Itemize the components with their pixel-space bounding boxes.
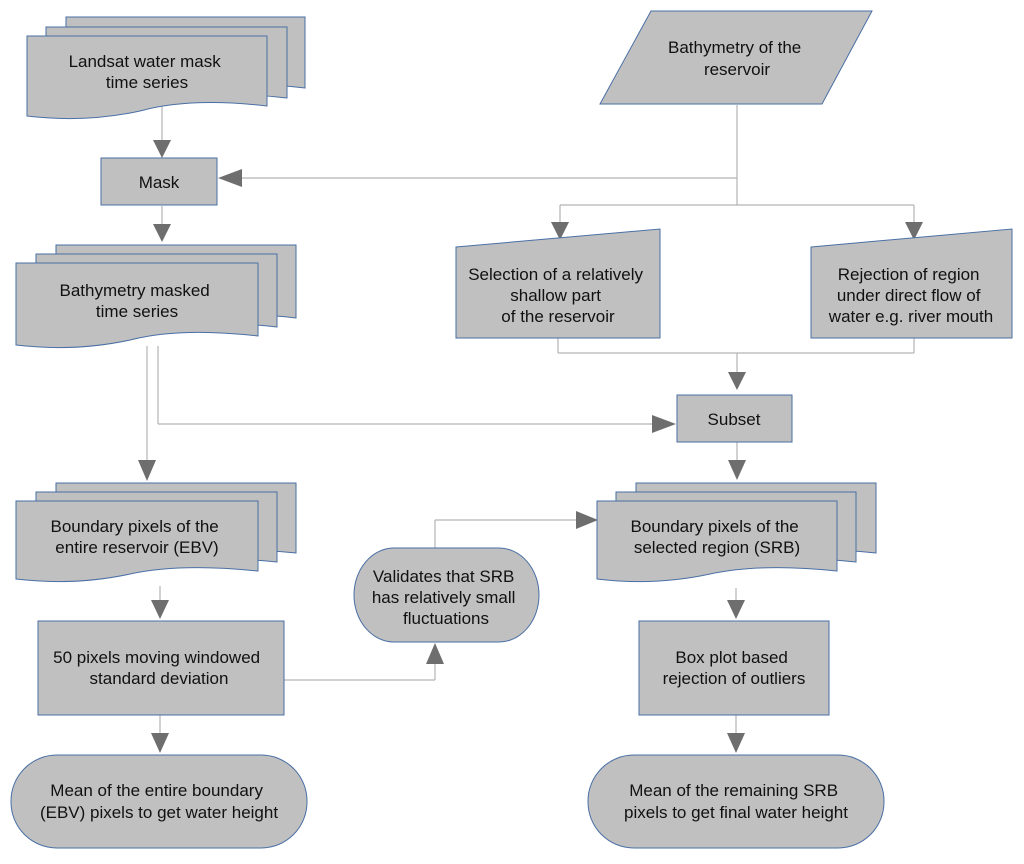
moving-std-line-2: standard deviation xyxy=(90,669,229,688)
node-bathymetry-reservoir: Bathymetry of the reservoir xyxy=(599,10,873,105)
bathy-masked-line-2: time series xyxy=(96,302,178,321)
node-mask: Mask xyxy=(100,157,218,206)
arrowhead-to-mean-srb xyxy=(727,733,745,753)
arrowhead-to-std xyxy=(151,600,169,619)
arrowhead-bathy-to-mask xyxy=(218,169,242,187)
arrowhead-branch-to-subset xyxy=(652,415,676,433)
svg-text:Box plot based rejection: Box plot based rejection of outliers xyxy=(663,648,806,688)
select-shallow-line-1: Selection of a relatively xyxy=(468,265,643,284)
boundary-srb-line-2: selected region (SRB) xyxy=(634,538,800,557)
svg-text:Mean of the remaining SRB: Mean of the remaining SRB pixels to get … xyxy=(624,781,848,822)
svg-text:Validates that SRB has r: Validates that SRB has relatively small … xyxy=(372,567,520,628)
svg-text:Subset: Subset xyxy=(708,410,761,429)
arrowheads xyxy=(138,140,923,753)
svg-text:Bathymetry masked time s: Bathymetry masked time series xyxy=(60,281,215,321)
mask-label: Mask xyxy=(139,173,180,192)
svg-text:Selection of a relatively: Selection of a relatively shallow part o… xyxy=(468,265,648,326)
mean-srb-line-1: Mean of the remaining SRB xyxy=(629,781,838,800)
node-bathy-masked: Bathymetry masked time series xyxy=(15,244,297,349)
landsat-mask-line-2: time series xyxy=(106,73,188,92)
reject-region-line-1: Rejection of region xyxy=(838,265,980,284)
node-subset: Subset xyxy=(676,394,793,443)
svg-text:Boundary pixels of the e: Boundary pixels of the entire reservoir … xyxy=(51,517,224,557)
node-landsat-mask: Landsat water mask time series xyxy=(26,16,306,120)
validates-line-1: Validates that SRB xyxy=(373,567,514,586)
select-shallow-line-3: of the reservoir xyxy=(501,307,615,326)
svg-text:50 pixels moving windowed: 50 pixels moving windowed standard devia… xyxy=(53,648,265,688)
arrowhead-to-validates xyxy=(426,643,444,664)
svg-text:Mean of the entire boundary: Mean of the entire boundary (EBV) pixels… xyxy=(40,781,278,822)
boundary-srb-line-1: Boundary pixels of the xyxy=(631,517,799,536)
mean-srb-line-2: pixels to get final water height xyxy=(624,803,848,822)
landsat-mask-line-1: Landsat water mask xyxy=(69,52,222,71)
svg-text:Boundary pixels of the s: Boundary pixels of the selected region (… xyxy=(631,517,804,557)
reject-region-line-3: water e.g. river mouth xyxy=(828,307,993,326)
arrowhead-validates-to-srb xyxy=(576,511,598,529)
node-boundary-ebv: Boundary pixels of the entire reservoir … xyxy=(15,482,297,583)
validates-line-2: has relatively small xyxy=(372,588,516,607)
node-boxplot: Box plot based rejection of outliers xyxy=(638,620,830,716)
bathymetry-reservoir-line-1: Bathymetry of the xyxy=(668,38,801,57)
svg-text:Rejection of region unde: Rejection of region under direct flow of… xyxy=(828,265,993,326)
boxplot-line-2: rejection of outliers xyxy=(663,669,806,688)
node-validates: Validates that SRB has relatively small … xyxy=(353,547,540,643)
arrowhead-to-mask xyxy=(153,140,171,158)
node-boundary-srb: Boundary pixels of the selected region (… xyxy=(596,482,877,583)
arrowhead-to-bathy-masked xyxy=(153,224,171,242)
mean-ebv-line-1: Mean of the entire boundary xyxy=(50,781,263,800)
arrowhead-to-subset xyxy=(728,372,746,390)
boxplot-line-1: Box plot based xyxy=(675,648,787,667)
node-reject-region: Rejection of region under direct flow of… xyxy=(810,228,1013,339)
arrowhead-to-ebv xyxy=(138,460,156,481)
mean-ebv-line-2: (EBV) pixels to get water height xyxy=(40,803,278,822)
node-mean-srb: Mean of the remaining SRB pixels to get … xyxy=(587,754,885,849)
boundary-ebv-line-1: Boundary pixels of the xyxy=(51,517,219,536)
bathymetry-reservoir-line-2: reservoir xyxy=(704,60,770,79)
boundary-ebv-line-2: entire reservoir (EBV) xyxy=(55,538,218,557)
connectors xyxy=(146,105,915,733)
arrowhead-to-srb xyxy=(728,460,746,480)
validates-line-3: fluctuations xyxy=(403,609,489,628)
svg-text:Landsat water mask time: Landsat water mask time series xyxy=(69,52,226,92)
svg-text:Bathymetry of the reserv: Bathymetry of the reservoir xyxy=(668,38,806,79)
node-mean-ebv: Mean of the entire boundary (EBV) pixels… xyxy=(10,754,308,849)
arrowhead-to-selection xyxy=(551,222,569,240)
moving-std-line-1: 50 pixels moving windowed xyxy=(53,648,260,667)
arrowhead-to-rejection xyxy=(905,222,923,240)
bathy-masked-line-1: Bathymetry masked xyxy=(60,281,210,300)
subset-label: Subset xyxy=(708,410,761,429)
node-moving-std: 50 pixels moving windowed standard devia… xyxy=(37,620,285,716)
select-shallow-line-2: shallow part xyxy=(510,286,601,305)
svg-text:Mask: Mask xyxy=(139,173,180,192)
arrowhead-to-boxplot xyxy=(727,600,745,619)
arrowhead-to-mean-ebv xyxy=(151,733,169,753)
node-select-shallow: Selection of a relatively shallow part o… xyxy=(455,228,661,339)
reject-region-line-2: under direct flow of xyxy=(837,286,981,305)
